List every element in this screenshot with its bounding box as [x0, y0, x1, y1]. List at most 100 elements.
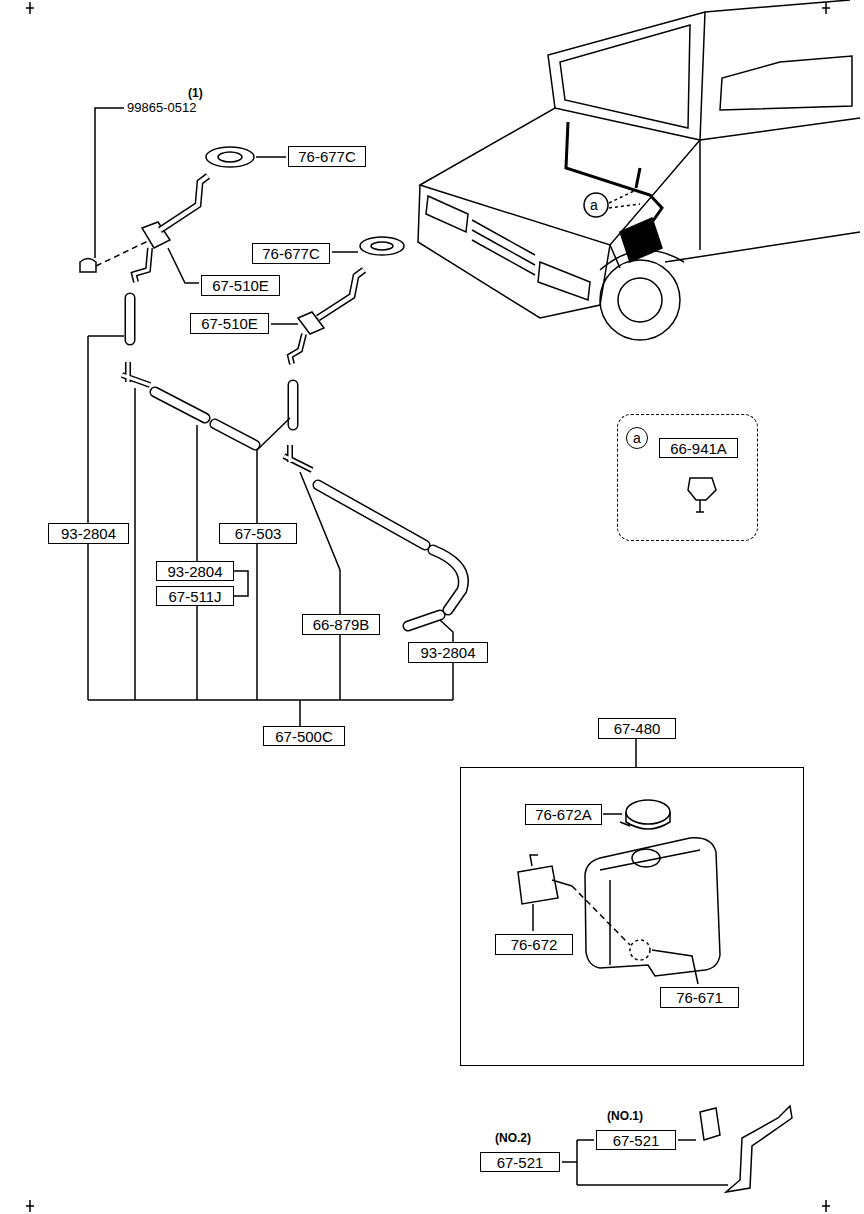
part-number-box: 67-510E	[190, 313, 269, 334]
gasket	[371, 242, 393, 250]
part-number-box: 67-511J	[156, 586, 234, 606]
part-number-box: 67-503	[219, 523, 297, 544]
washer-tank	[620, 218, 662, 262]
part-number-box: 66-879B	[302, 614, 380, 635]
part-number-box: 67-480	[598, 718, 676, 739]
part-number: 67-521	[497, 1155, 544, 1170]
leader-line	[652, 950, 698, 984]
nozzle-pipe	[134, 248, 150, 282]
part-number-box: 76-672	[495, 934, 573, 955]
part-number-box: 67-521	[480, 1152, 560, 1172]
leader-line	[257, 418, 290, 700]
clip-part	[700, 1108, 720, 1140]
part-number: 99865-0512	[127, 101, 196, 114]
leader-line	[168, 248, 199, 283]
wheel-hub	[618, 278, 662, 322]
leader-line	[256, 156, 286, 158]
corner-mark	[26, 2, 830, 1212]
quantity-note: (NO.1)	[607, 1110, 643, 1122]
truck-illustration	[418, 0, 860, 340]
part-number: 67-511J	[168, 589, 221, 604]
part-number: 76-672	[511, 937, 558, 952]
part-number: 66-941A	[670, 441, 727, 456]
part-number-box: 67-521	[596, 1130, 676, 1150]
part-number: 76-672A	[535, 807, 592, 822]
part-number-box: 76-672A	[525, 804, 602, 825]
nozzle-pipe	[134, 248, 150, 282]
part-number-box: 93-2804	[408, 642, 488, 663]
part-number: 67-510E	[201, 316, 258, 331]
nozzle-pipe	[318, 270, 364, 318]
leader-line	[300, 472, 340, 700]
center-line	[96, 240, 150, 266]
leader-line	[271, 323, 298, 325]
center-line	[572, 886, 630, 945]
front-face	[418, 185, 610, 318]
part-number-box: 67-500C	[263, 726, 345, 746]
part-number: 76-671	[676, 990, 723, 1005]
nozzle-pipe	[318, 270, 364, 318]
wheel	[600, 260, 680, 340]
leader-line	[95, 108, 124, 258]
washer-pump	[518, 855, 572, 904]
part-number: 76-677C	[298, 149, 356, 164]
detail-region: a 66-941A	[617, 414, 758, 541]
gasket	[218, 152, 242, 162]
part-number-box: 93-2804	[48, 523, 129, 544]
quantity-note: (NO.2)	[495, 1132, 531, 1144]
mount-bracket	[726, 1106, 792, 1192]
gasket	[360, 237, 404, 255]
grille	[472, 220, 535, 275]
part-number: 67-503	[235, 526, 282, 541]
part-number-box: 93-2804	[156, 561, 234, 581]
component-frame: 67-48076-672A76-67276-671	[460, 767, 804, 1066]
leader-line	[635, 738, 637, 767]
part-number-box: 76-677C	[252, 243, 330, 264]
clip-part	[688, 478, 716, 512]
part-number: 93-2804	[420, 645, 475, 660]
part-number: 67-521	[613, 1133, 660, 1148]
part-number: 66-879B	[313, 617, 370, 632]
callout-letter: a	[590, 198, 598, 212]
part-number: 93-2804	[61, 526, 116, 541]
tank-cap	[626, 800, 670, 824]
hose	[122, 298, 463, 626]
cab-side	[700, 0, 860, 140]
leader-line	[603, 813, 622, 815]
pump-hole	[630, 940, 650, 960]
hood	[420, 108, 700, 245]
part-number: 76-677C	[262, 246, 320, 261]
headlight	[426, 196, 590, 300]
quantity-note: (1)	[188, 87, 203, 99]
nozzle-pipe	[290, 334, 304, 364]
leader-line	[88, 336, 124, 700]
part-number: 67-510E	[212, 278, 269, 293]
washer-hose	[566, 122, 662, 228]
part-number-box: 67-510E	[201, 275, 280, 296]
t-joint	[122, 362, 312, 470]
leader-line	[88, 336, 453, 726]
body-side	[610, 140, 860, 268]
tank-cap	[620, 812, 670, 829]
part-number-box: 66-941A	[659, 438, 738, 458]
part-number-box: 76-671	[660, 987, 739, 1008]
nozzle-pipe	[290, 334, 304, 364]
leader-line	[532, 904, 534, 931]
leader-line	[134, 388, 136, 700]
part-number-box: 76-677C	[288, 146, 366, 167]
windshield	[548, 12, 705, 140]
leader-line	[332, 251, 358, 253]
callout-circle	[584, 193, 608, 217]
washer-tank	[600, 850, 700, 965]
gasket	[206, 147, 254, 167]
nozzle-pipe	[160, 176, 208, 230]
leader-line	[609, 190, 640, 208]
t-joint	[122, 362, 312, 470]
bolt	[80, 259, 96, 273]
nozzle-pipe	[160, 176, 208, 230]
callout-letter: a	[626, 427, 648, 449]
part-number: 67-500C	[275, 729, 333, 744]
windshield-glass	[560, 25, 690, 128]
part-number: 93-2804	[167, 564, 222, 579]
